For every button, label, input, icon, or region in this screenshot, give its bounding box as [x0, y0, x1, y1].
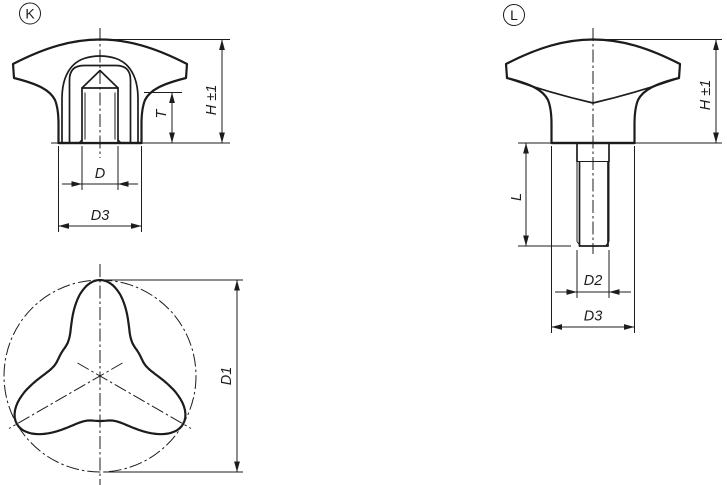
top-centerline-diagonal-right [77, 362, 192, 429]
tapped-bore [78, 69, 122, 144]
dimension-thread-depth: T [144, 92, 182, 143]
reference-circle-l [503, 4, 525, 26]
dimension-outer-diameter: D1 [104, 279, 243, 473]
dim-text-stud-length: L [509, 193, 525, 201]
dim-text-hub-diameter-l: D3 [584, 309, 603, 325]
top-centerline-diagonal-left [8, 362, 123, 429]
dim-text-outer-diameter: D1 [219, 367, 235, 386]
dimension-hub-diameter-l: D3 [551, 146, 635, 333]
section-view-k: K H ±1 [11, 2, 230, 232]
dim-text-thread-diameter: D2 [584, 273, 603, 289]
dimension-thread-diameter: D2 [555, 250, 631, 298]
dim-text-height-l: H ±1 [698, 80, 714, 111]
reference-letter-l: L [510, 7, 518, 23]
dim-text-height-k: H ±1 [204, 85, 220, 116]
view-k-reference-label: K [19, 2, 41, 25]
dim-text-bore-diameter: D [95, 166, 105, 182]
dimension-stud-length: L [509, 143, 571, 247]
reference-circle-k [19, 2, 41, 25]
reference-letter-k: K [25, 6, 35, 22]
dimension-bore-diameter: D [62, 146, 138, 190]
dim-text-thread-depth: T [154, 108, 170, 118]
section-hatch-plastic-body [61, 55, 139, 144]
dimension-height-k: H ±1 [51, 39, 230, 144]
top-view: D1 [3, 264, 243, 485]
dim-text-hub-diameter-k: D3 [91, 208, 110, 224]
bore-cone-tip [81, 69, 119, 89]
view-l-reference-label: L [503, 4, 525, 26]
dimension-height-l: H ±1 [518, 39, 722, 144]
dimension-hub-diameter-k: D3 [58, 146, 142, 232]
section-hatch-insert [68, 64, 132, 144]
side-view-l: L H ±1 [503, 4, 722, 333]
